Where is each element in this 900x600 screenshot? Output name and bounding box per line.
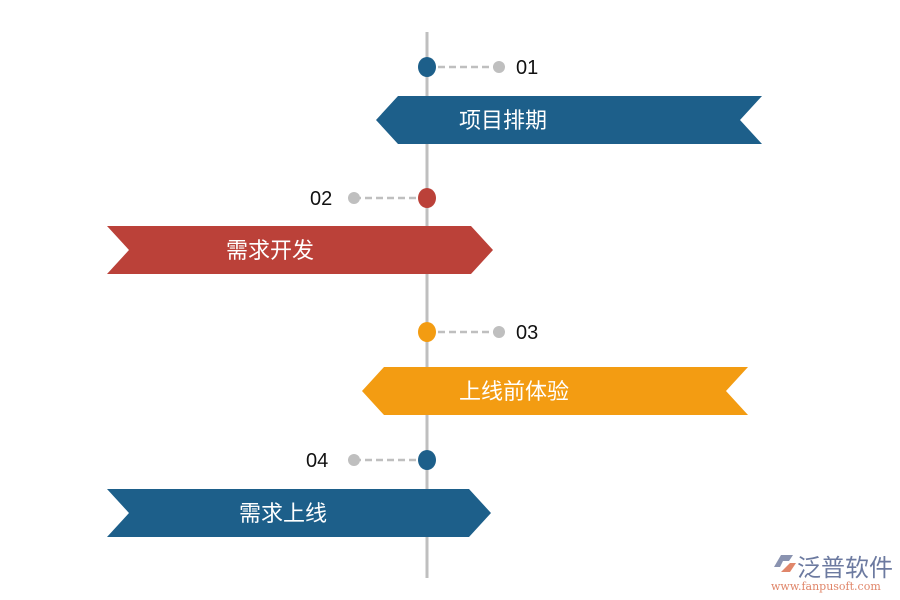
banner-label: 项目排期 (459, 109, 547, 134)
step-number: 03 (516, 322, 538, 344)
step-number: 02 (310, 188, 332, 210)
gray-dot (493, 326, 505, 338)
timeline-node (418, 57, 436, 77)
fanpusoft-logo: 泛普软件 www.fanpusoft.com (771, 554, 893, 593)
step-02: 02 需求开发 (107, 188, 493, 274)
logo-name: 泛普软件 (797, 554, 893, 582)
banner-label: 上线前体验 (459, 380, 569, 405)
banner (107, 489, 491, 537)
step-04: 04 需求上线 (107, 450, 491, 537)
timeline-node (418, 450, 436, 470)
timeline-node (418, 188, 436, 208)
gray-dot (348, 192, 360, 204)
step-01: 01 项目排期 (376, 57, 762, 144)
logo-url: www.fanpusoft.com (771, 580, 881, 593)
gray-dot (348, 454, 360, 466)
step-number: 01 (516, 57, 538, 79)
step-number: 04 (306, 450, 328, 472)
banner (107, 226, 493, 274)
banner (376, 96, 762, 144)
step-03: 03 上线前体验 (362, 322, 748, 415)
banner-label: 需求开发 (226, 239, 314, 264)
banner-label: 需求上线 (239, 502, 327, 527)
timeline-node (418, 322, 436, 342)
banner (362, 367, 748, 415)
gray-dot (493, 61, 505, 73)
logo-mark-icon (774, 555, 793, 567)
logo-mark-accent-icon (781, 563, 796, 572)
